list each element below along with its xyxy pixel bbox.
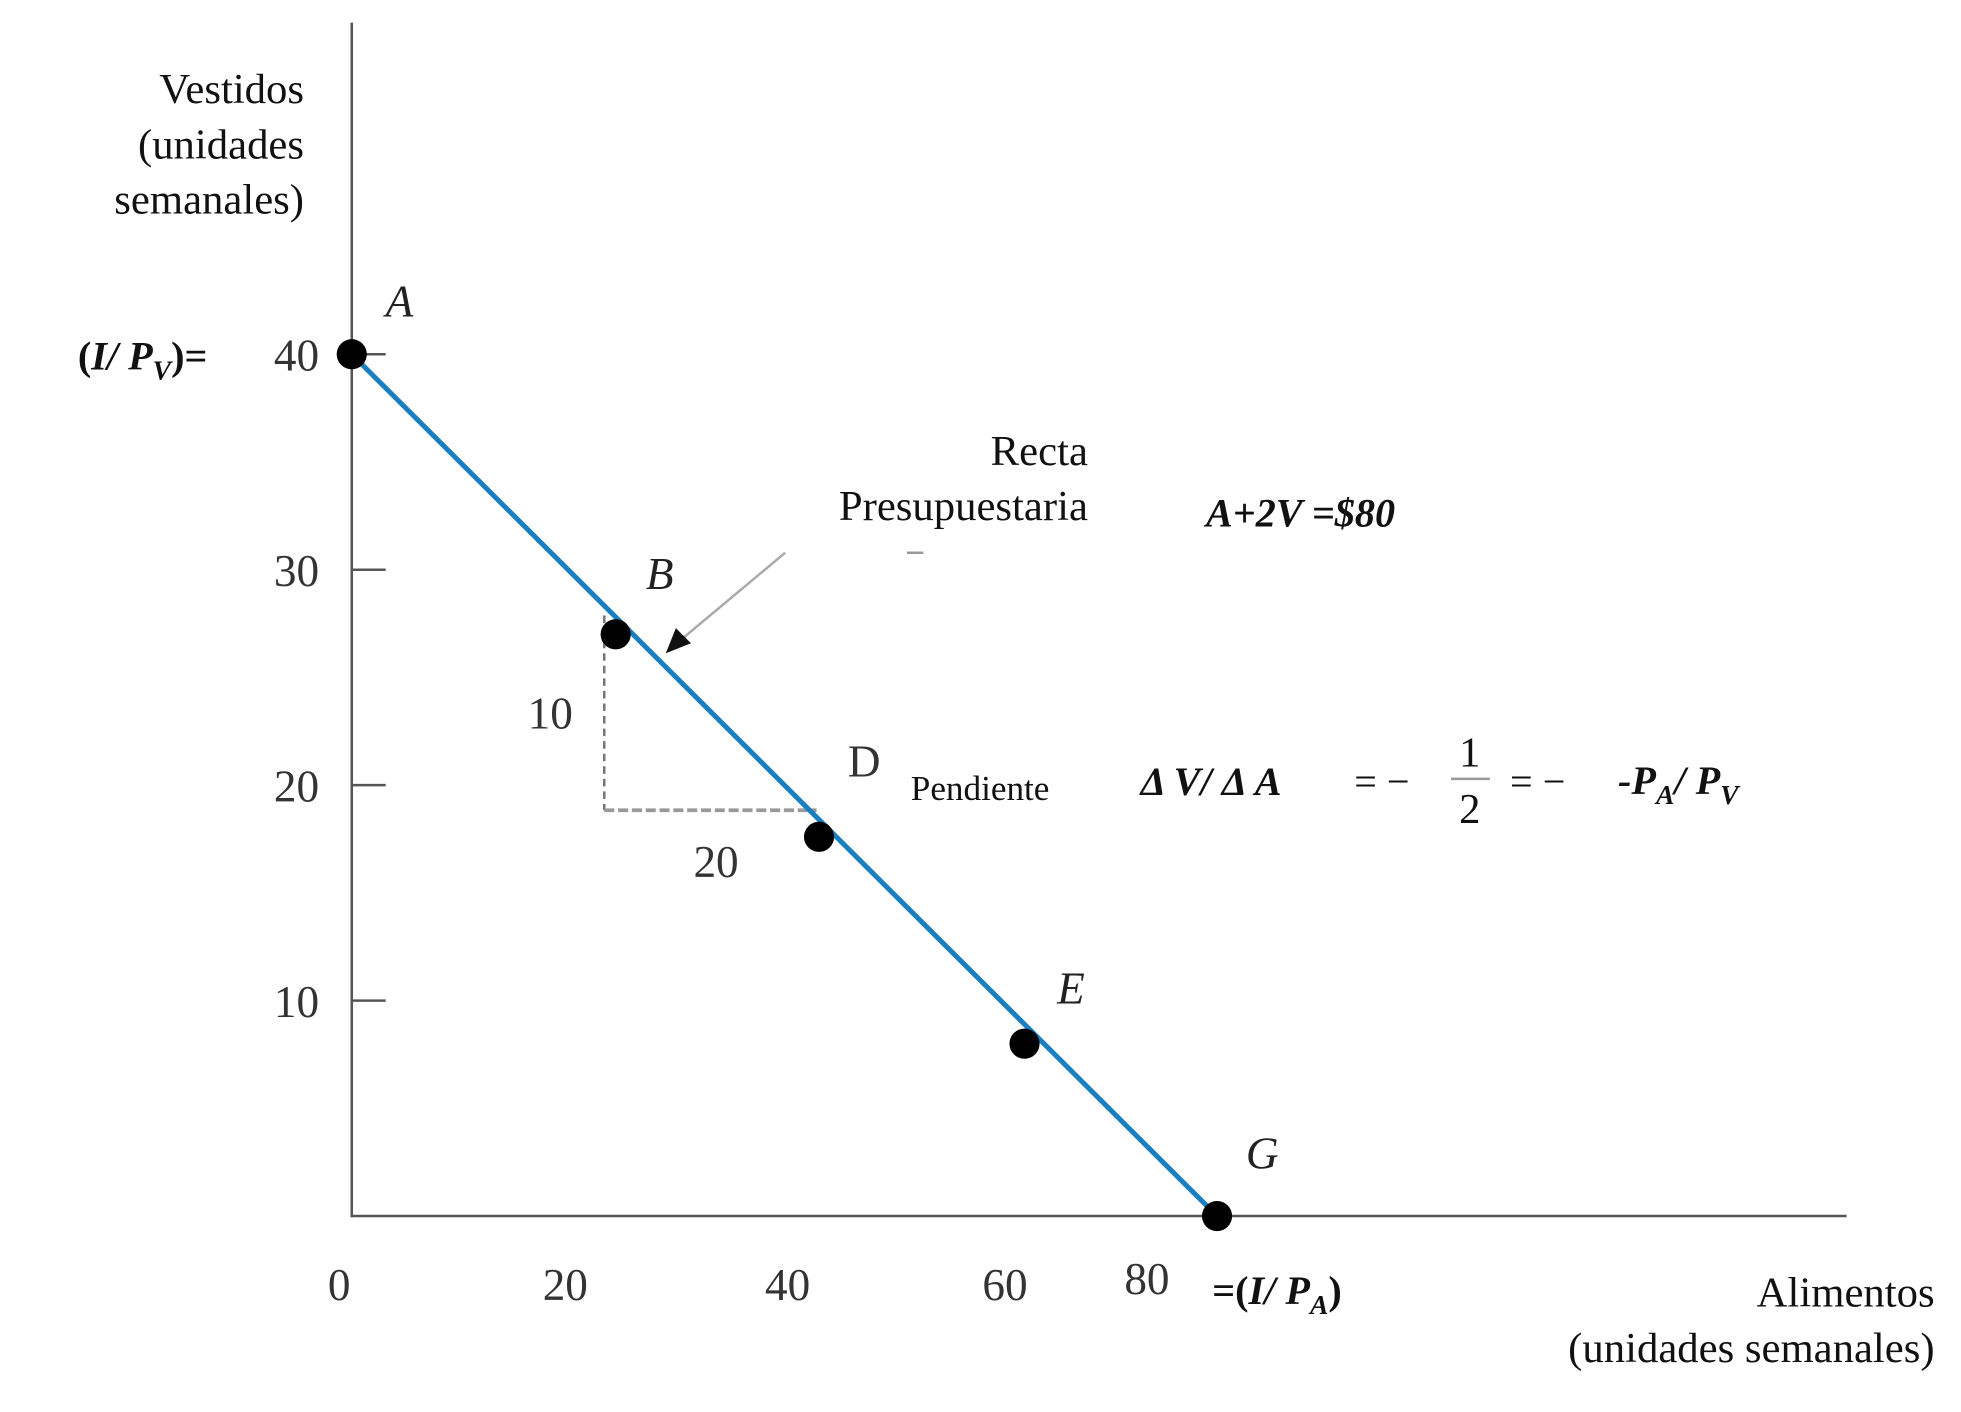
line-label-line1: Recta	[991, 428, 1088, 475]
fraction-denominator: 2	[1459, 786, 1480, 833]
y-intercept-label: (I/ PV)=	[78, 333, 208, 385]
y-tick-label: 10	[274, 977, 319, 1027]
y-tick-label: 30	[274, 546, 319, 596]
point-label-d: D	[848, 737, 881, 787]
point-label-g: G	[1246, 1128, 1279, 1178]
x-tick-label: 20	[543, 1260, 588, 1310]
y-axis-label-line3: semanales)	[114, 177, 304, 224]
slope-ratio: Δ V/ Δ A	[1139, 759, 1282, 804]
x-axis-label-line2: (unidades semanales)	[1568, 1325, 1934, 1372]
budget-equation: A+2V =$80	[1203, 490, 1395, 535]
rise-label: 10	[528, 689, 573, 739]
point-label-b: B	[646, 549, 674, 599]
point-d	[803, 821, 835, 852]
x-axis-label-line1: Alimentos	[1757, 1269, 1935, 1316]
point-label-a: A	[383, 277, 414, 327]
budget-line	[349, 352, 1219, 1218]
line-label-line2: Presupuestaria	[839, 483, 1088, 530]
run-label: 20	[693, 837, 738, 887]
y-axis-label-line2: (unidades	[138, 121, 304, 168]
slope-word: Pendiente	[911, 769, 1050, 808]
x-tick-label: 40	[765, 1260, 810, 1310]
point-a	[336, 339, 367, 370]
point-label-e: E	[1056, 963, 1085, 1013]
point-e	[1009, 1028, 1040, 1059]
arrow-line	[677, 551, 786, 643]
point-g	[1201, 1200, 1233, 1232]
point-b	[600, 619, 631, 650]
price-ratio: -PA/ PV	[1618, 758, 1741, 810]
arrow-head-icon	[665, 628, 691, 654]
y-tick-label: 20	[274, 761, 319, 811]
y-axis-label-line1: Vestidos	[159, 66, 304, 113]
x-tick-label: 60	[982, 1260, 1027, 1310]
fraction-numerator: 1	[1459, 729, 1480, 776]
x-intercept-label: =(I/ PA)	[1212, 1268, 1342, 1320]
equals-minus-2: = −	[1510, 759, 1565, 804]
x-tick-label: 80	[1124, 1254, 1169, 1304]
y-tick-label: 40	[274, 331, 319, 381]
equals-minus-1: = −	[1354, 759, 1409, 804]
x-tick-label: 0	[328, 1260, 351, 1310]
